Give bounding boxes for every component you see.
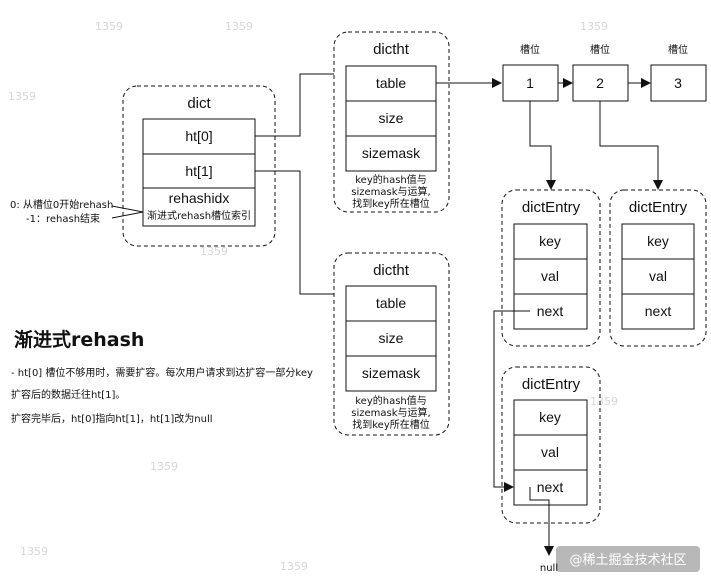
dict-field-ht0-label: ht[0] [185,128,212,144]
explanation-line2: 扩容后的数据迁往ht[1]。 [11,388,125,401]
dict-entry-1-title: dictEntry [522,199,581,216]
slot-array: 槽位 1 槽位 2 槽位 3 [502,43,707,102]
dictht-top-caption: key的hash值与 [355,173,427,186]
arrow-slot-1-to-entry-1 [529,101,556,190]
dict-field-rehashidx-label: rehashidx [169,190,230,206]
dict-entry-2-val-label: val [649,268,667,284]
arrow-entry-1-next-to-entry-3 [493,310,530,492]
explanation-line1: - ht[0] 槽位不够用时，需要扩容。每次用户请求到达扩容一部分key [11,366,313,379]
rehashidx-note-line1: 0: 从槽位0开始rehash [10,198,113,211]
dict-entry-2-next-label: next [645,303,672,319]
dict-entry-1-next-label: next [537,303,564,319]
dictht-top-sizemask [345,135,437,172]
dictht-top-title: dictht [373,41,410,58]
dict-entry-3-next-label: next [537,479,564,495]
dict-entry-2: dictEntry key val next [609,189,707,347]
dict-field-ht1 [142,153,256,189]
rehashidx-caption: 渐进式rehash槽位索引 [147,209,251,222]
watermark: 1359 [8,90,36,103]
watermark: 1359 [280,560,308,573]
explanation: 渐进式rehash - ht[0] 槽位不够用时，需要扩容。每次用户请求到达扩容… [11,328,313,425]
dictht-bottom-caption: key的hash值与 [355,394,427,407]
dictht-top-size-label: size [379,110,404,126]
slot-1-value: 1 [526,75,534,91]
dictht-top: dictht table size sizemask key的hash值与 si… [333,31,450,213]
dictht-top-table-label: table [376,75,407,91]
rehashidx-note-line2: -1：rehash结束 [26,212,100,225]
dictht-top-caption: sizemask与运算, [351,185,430,198]
slot-3-label: 槽位 [668,43,688,56]
slot-1 [502,64,559,102]
dictht-bottom-table [345,285,437,322]
dict-entry-2-key-label: key [647,233,669,249]
watermark: 1359 [225,20,253,33]
watermark: 1359 [580,20,608,33]
dict-entry-3-key-label: key [539,409,561,425]
slot-3 [650,64,707,102]
dict-field-ht1-label: ht[1] [185,163,212,179]
arrow-ht0-to-dictht-top [255,73,334,137]
dict-entry-1-val-label: val [541,268,559,284]
dict-entry-3-val-label: val [541,444,559,460]
explanation-line3: 扩容完毕后，ht[0]指向ht[1]，ht[1]改为null [11,412,213,425]
dictht-bottom: dictht table size sizemask key的hash值与 si… [333,252,450,436]
credit-text: @稀土掘金技术社区 [569,552,686,568]
connectors [255,73,663,556]
rehashidx-note-connector [111,205,144,213]
dictht-top-size [345,100,437,137]
slot-3-value: 3 [674,75,682,91]
watermark: 1359 [150,460,178,473]
watermark: 1359 [20,545,48,558]
dict-entry-2-next [621,293,695,330]
watermark: 1359 [590,395,618,408]
dict-entry-1-key-label: key [539,233,561,249]
dict-field-ht0 [142,118,256,155]
dict-entry-3: dictEntry key val next [501,366,601,524]
dict-entry-1: dictEntry key val next [501,189,601,347]
dictht-top-caption: 找到key所在槽位 [352,197,430,210]
watermark-group: 1359 1359 1359 1359 1359 1359 1359 1359 … [8,20,618,573]
dict-entry-1-key [513,223,588,260]
dict-field-rehashidx [142,187,256,227]
dictht-bottom-sizemask-label: sizemask [362,365,421,381]
dict-entry-3-next [513,469,588,506]
watermark: 1359 [95,20,123,33]
dictht-bottom-size [345,320,437,357]
credit-badge: @稀土掘金技术社区 [556,546,700,572]
explanation-heading: 渐进式rehash [14,328,144,351]
dict-entry-3-key [513,399,588,436]
null-label: null [540,563,558,574]
slot-2-value: 2 [596,75,604,91]
dict-entry-3-title: dictEntry [522,376,581,393]
dictht-bottom-caption: 找到key所在槽位 [352,418,430,431]
watermark: 1359 [200,245,228,258]
dictht-top-sizemask-label: sizemask [362,145,421,161]
dictht-bottom-size-label: size [379,330,404,346]
dictht-bottom-sizemask [345,355,437,392]
arrow-slot-2-to-entry-2 [599,101,663,190]
slot-1-label: 槽位 [520,43,540,56]
dict-container: dict ht[0] ht[1] rehashidx 渐进式rehash槽位索引 [122,85,276,247]
arrow-ht1-to-dictht-bottom [255,170,334,295]
dictht-bottom-table-label: table [376,295,407,311]
dict-title: dict [187,95,211,112]
slot-2-label: 槽位 [590,43,610,56]
dict-entry-2-val [621,258,695,295]
arrow-entry-3-next-to-null [529,487,554,556]
dictht-bottom-caption: sizemask与运算, [351,406,430,419]
dict-entry-2-title: dictEntry [629,199,688,216]
dictht-bottom-title: dictht [373,262,410,279]
rehashidx-note: 0: 从槽位0开始rehash -1：rehash结束 [10,198,144,225]
